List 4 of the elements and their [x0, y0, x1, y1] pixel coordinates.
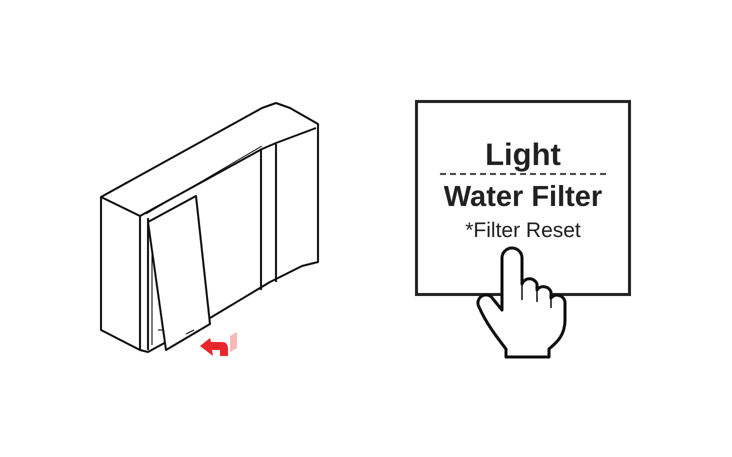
button-label: Light	[484, 139, 562, 170]
button-hint: *Filter Reset	[464, 220, 582, 241]
button-label: Water Filter	[442, 183, 604, 212]
control-panel	[415, 100, 631, 296]
